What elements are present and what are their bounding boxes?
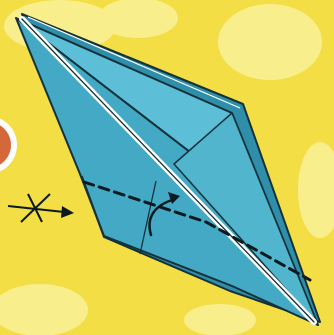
x-arrow-head <box>61 206 74 218</box>
background-blob <box>184 304 256 335</box>
x-arrow-symbol <box>8 194 74 222</box>
background-blob <box>298 142 334 238</box>
background-blob <box>0 284 88 335</box>
side-object <box>0 116 17 174</box>
background-blob <box>218 4 322 80</box>
